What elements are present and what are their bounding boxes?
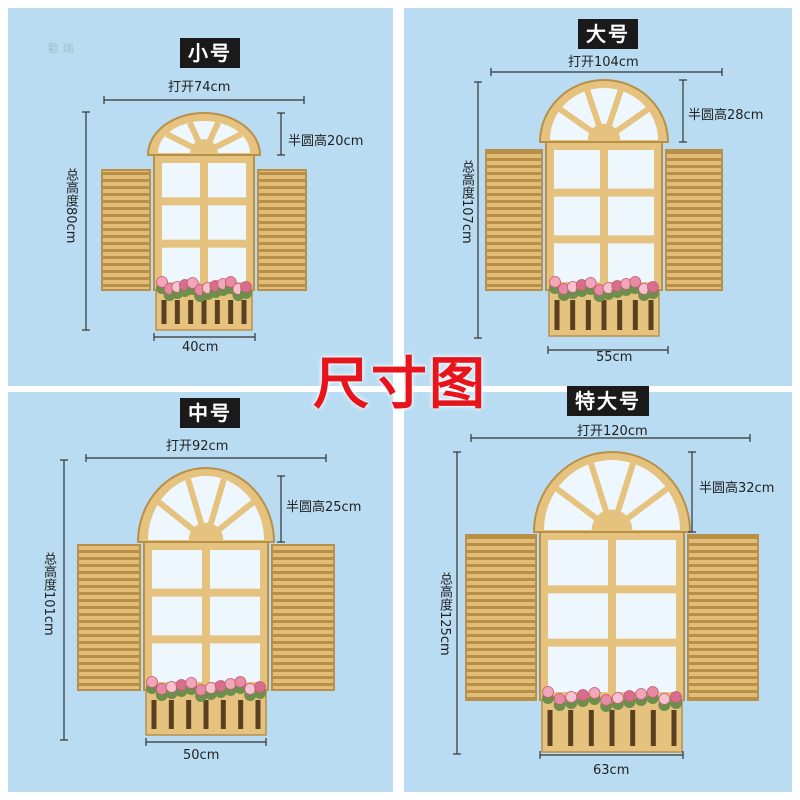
page-title: 尺寸图: [313, 352, 487, 417]
arch-height-label-small: 半圆高20cm: [288, 134, 364, 149]
arch-height-label-extra-large: 半圆高32cm: [699, 481, 775, 496]
box-width-label-small: 40cm: [182, 340, 219, 355]
total-height-label-large: 总高度107cm: [459, 160, 474, 244]
open-width-label-extra-large: 打开120cm: [577, 424, 648, 439]
size-tag-large: 大号: [578, 19, 638, 49]
open-width-label-small: 打开74cm: [168, 80, 231, 95]
size-tag-medium: 中号: [180, 398, 240, 428]
size-tag-small: 小号: [180, 38, 240, 68]
total-height-label-small: 总高度80cm: [63, 168, 78, 244]
box-width-label-medium: 50cm: [183, 748, 220, 763]
box-width-label-large: 55cm: [596, 350, 633, 365]
arch-height-label-large: 半圆高28cm: [688, 108, 764, 123]
box-width-label-extra-large: 63cm: [593, 763, 630, 778]
arch-height-label-medium: 半圆高25cm: [286, 500, 362, 515]
panel-extra-large: [404, 392, 792, 792]
open-width-label-medium: 打开92cm: [166, 439, 229, 454]
size-tag-extra-large: 特大号: [567, 386, 649, 416]
watermark-text: 歡 瑞: [48, 42, 74, 55]
total-height-label-medium: 总高度101cm: [41, 552, 56, 636]
open-width-label-large: 打开104cm: [568, 55, 639, 70]
total-height-label-extra-large: 总高度125cm: [437, 572, 452, 656]
